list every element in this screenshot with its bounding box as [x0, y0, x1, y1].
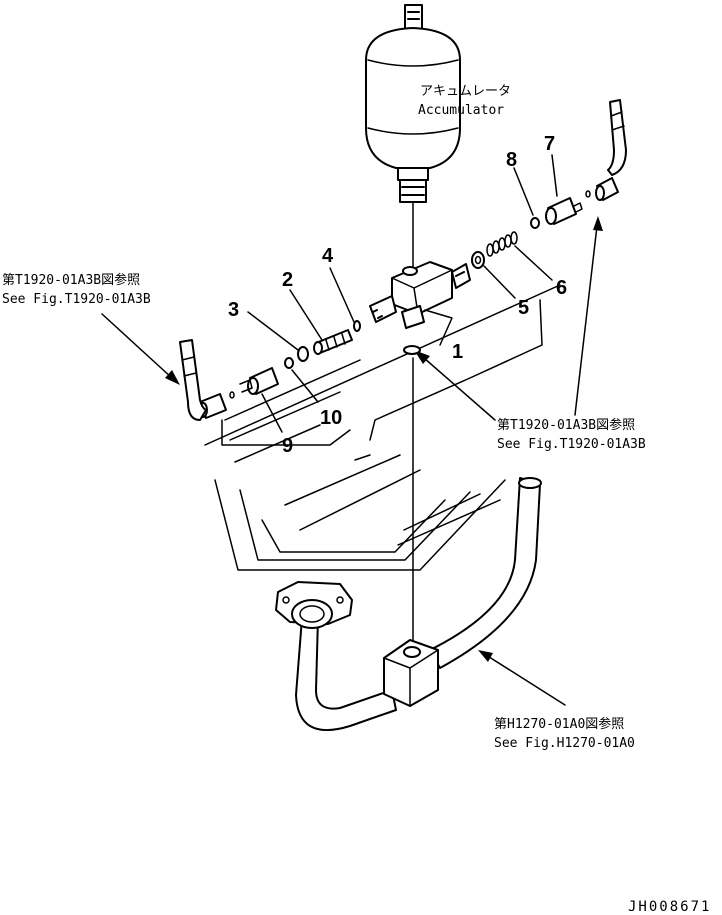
callout-4: 4 — [322, 245, 334, 267]
callout-9: 9 — [282, 435, 293, 457]
part-4-oring — [353, 320, 361, 332]
ref-right-jp: 第T1920-01A3B図参照 — [497, 417, 635, 433]
leader-8 — [513, 167, 534, 216]
ref-left-en: See Fig.T1920-01A3B — [2, 292, 151, 307]
leader-1 — [424, 309, 453, 346]
reference-arrow-left — [101, 313, 180, 385]
part-5-ring — [471, 251, 485, 269]
accumulator-label-en: Accumulator — [418, 103, 504, 118]
callout-3: 3 — [228, 299, 239, 321]
part-8-oring — [530, 217, 540, 229]
pipe-assembly — [275, 477, 542, 731]
accumulator — [365, 4, 461, 203]
reference-arrow-bottom — [478, 650, 566, 706]
hose-left — [179, 339, 227, 421]
leader-10 — [291, 369, 319, 403]
callout-10: 10 — [320, 407, 342, 429]
reference-arrow-center — [403, 345, 496, 421]
hose-right — [595, 99, 627, 201]
drawing-id: JH008671 — [628, 899, 711, 915]
callout-7: 7 — [544, 133, 555, 155]
leader-4 — [329, 267, 355, 323]
leader-9 — [261, 393, 283, 433]
callout-6: 6 — [556, 277, 567, 299]
callout-5: 5 — [518, 297, 529, 319]
accumulator-label-jp: アキュムレータ — [420, 84, 511, 99]
leader-6 — [514, 245, 553, 281]
leader-2 — [289, 289, 323, 341]
ref-right-en: See Fig.T1920-01A3B — [497, 437, 646, 452]
floor-plate — [204, 284, 561, 571]
leader-3 — [247, 311, 299, 351]
ref-bottom-en: See Fig.H1270-01A0 — [494, 736, 635, 751]
callout-1: 1 — [452, 341, 463, 363]
part-6-spring — [486, 231, 518, 257]
callout-2: 2 — [282, 269, 293, 291]
part-7-fitting — [545, 197, 583, 225]
reference-arrow-right — [574, 216, 603, 416]
valve-block — [369, 261, 471, 329]
small-oring-left — [229, 391, 235, 399]
leader-7 — [551, 154, 558, 197]
part-9-fitting — [239, 367, 279, 395]
part-2-fitting — [313, 329, 353, 355]
part-10-oring — [284, 357, 294, 369]
small-oring-right — [585, 190, 591, 198]
ref-bottom-jp: 第H1270-01A0図参照 — [494, 716, 624, 732]
leader-5 — [483, 265, 516, 299]
callout-8: 8 — [506, 149, 517, 171]
part-3-ring — [297, 346, 309, 362]
ref-left-jp: 第T1920-01A3B図参照 — [2, 272, 140, 288]
